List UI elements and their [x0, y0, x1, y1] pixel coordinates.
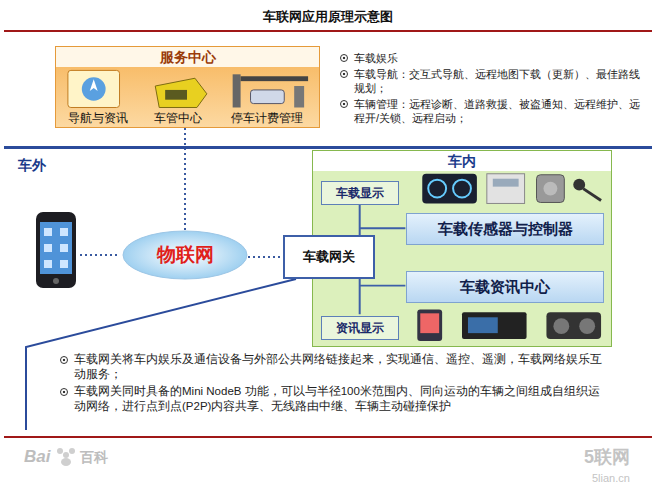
art-part [4, 30, 652, 32]
art-part [82, 77, 106, 100]
art-part [453, 180, 471, 198]
node-label: 车载资讯中心 [460, 278, 550, 297]
node-label: 车载显示 [336, 185, 384, 202]
bullet-text: 车载网关将车内娱乐及通信设备与外部公共网络链接起来，实现通信、遥控、遥测，车载网… [74, 352, 608, 382]
bullet-mark [340, 54, 348, 62]
bullet-text: 车辆管理：远程诊断、道路救援、被盗通知、远程维护、远程开/关锁、远程启动； [354, 97, 642, 125]
art-part [428, 180, 446, 198]
bullet-row: 车载网关同时具备的Mini NodeB 功能，可以与半径100米范围内、同向运动… [60, 384, 608, 414]
art-part [233, 74, 241, 107]
art-part [165, 90, 187, 100]
art-part [53, 278, 59, 284]
watermark: 百科 [80, 449, 120, 467]
info-center-bar: 车载资讯中心 [406, 271, 604, 303]
art-part [360, 204, 406, 314]
service-item-label: 车管中心 [142, 111, 214, 126]
art-part [553, 318, 569, 334]
region-heading: 车内 [313, 153, 611, 171]
display-box: 车载显示 [321, 181, 399, 205]
art-part [61, 458, 71, 466]
art-part [543, 182, 557, 196]
art-part [579, 318, 595, 334]
service-item-label: 导航与资讯 [57, 111, 139, 126]
art-part [44, 260, 52, 268]
ellipse-shape [123, 231, 247, 279]
bullet-list: 车载网关将车内娱乐及通信设备与外部公共网络链接起来，实现通信、遥控、遥测，车载网… [60, 352, 608, 416]
art-part [44, 244, 52, 252]
art-part [57, 448, 63, 454]
art-part [90, 79, 98, 91]
bullet-mark [340, 100, 348, 108]
bullet-row: 车辆管理：远程诊断、道路救援、被盗通知、远程维护、远程开/关锁、远程启动； [340, 97, 642, 125]
bullet-list: 车载娱乐车载导航：交互式导航、远程地图下载（更新）、最佳路线规划；车辆管理：远程… [340, 51, 642, 127]
art-part [294, 86, 304, 107]
art-part [40, 222, 72, 274]
node-label: 车载网关 [303, 248, 355, 266]
art-part [468, 317, 498, 333]
art-part [462, 312, 527, 339]
dotted-connector [184, 128, 186, 230]
art-part [487, 174, 525, 204]
art-part [241, 76, 308, 81]
bullet-row: 车载网关将车内娱乐及通信设备与外部公共网络链接起来，实现通信、遥控、遥测，车载网… [60, 352, 608, 382]
bullet-row: 车载导航：交互式导航、远程地图下载（更新）、最佳路线规划； [340, 67, 642, 95]
art-part [417, 309, 442, 341]
bullet-text: 车载网关同时具备的Mini NodeB 功能，可以与半径100米范围内、同向运动… [74, 384, 608, 414]
art-part [69, 448, 75, 454]
sensor-bar: 车载传感器与控制器 [406, 213, 604, 245]
info-display-box: 资讯显示 [321, 316, 399, 340]
node-label: 车载传感器与控制器 [438, 220, 573, 239]
bullet-mark [60, 356, 68, 364]
iot-ellipse: 物联网 [122, 230, 248, 280]
bullet-mark [340, 70, 348, 78]
watermark: Bai [24, 447, 64, 467]
art-part [36, 212, 76, 288]
art-part [155, 78, 207, 107]
art-part [60, 260, 68, 268]
region-heading: 服务中心 [56, 49, 319, 67]
art-part [68, 70, 120, 107]
art-part [537, 175, 565, 203]
art-part [80, 254, 120, 256]
bullet-text: 车载娱乐 [354, 51, 642, 65]
art-part [60, 244, 68, 252]
art-part [583, 189, 601, 201]
art-part [44, 228, 52, 236]
art-part [546, 312, 601, 339]
art-part [251, 90, 285, 104]
node-label: 物联网 [157, 242, 214, 268]
art-part [422, 174, 477, 204]
art-part [63, 452, 69, 458]
watermark: 5联网 [584, 445, 650, 469]
dotted-connector [248, 256, 283, 258]
bullet-row: 车载娱乐 [340, 51, 642, 65]
watermark: 5lian.cn [592, 472, 650, 484]
section-label: 车外 [18, 157, 68, 175]
gateway-box: 车载网关 [283, 235, 375, 279]
art-part [60, 228, 68, 236]
diagram-title: 车联网应用原理示意图 [0, 8, 656, 26]
art-part [4, 146, 652, 149]
art-part [420, 313, 439, 333]
bullet-mark [60, 388, 68, 396]
service-item-label: 停车计费管理 [218, 111, 316, 126]
art-part [4, 436, 652, 438]
bullet-text: 车载导航：交互式导航、远程地图下载（更新）、最佳路线规划； [354, 67, 642, 95]
art-part [493, 179, 519, 187]
node-label: 资讯显示 [336, 320, 384, 337]
